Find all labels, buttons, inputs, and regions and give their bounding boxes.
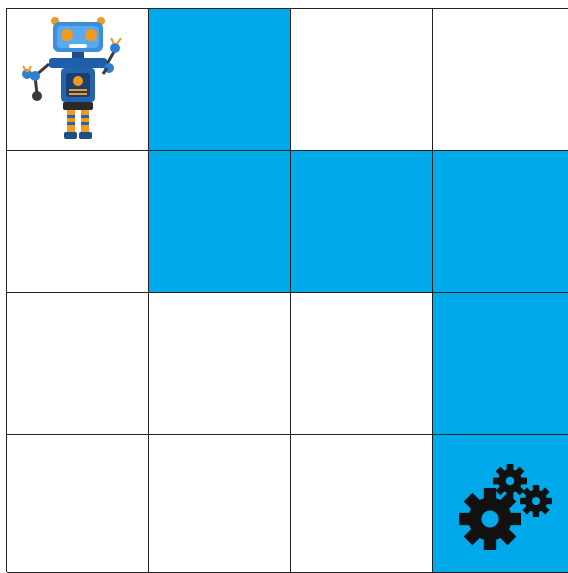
- cell-r2-c1[interactable]: [149, 293, 291, 435]
- cell-r2-c2[interactable]: [291, 293, 433, 435]
- cell-r0-c0[interactable]: [7, 9, 149, 151]
- cell-r0-c2[interactable]: [291, 9, 433, 151]
- robot-icon: [17, 16, 139, 144]
- gears-icon: [446, 449, 556, 559]
- cell-r3-c1[interactable]: [149, 435, 291, 573]
- cell-r1-c0[interactable]: [7, 151, 149, 293]
- cell-r3-c0[interactable]: [7, 435, 149, 573]
- cell-r1-c2[interactable]: [291, 151, 433, 293]
- cell-r2-c3[interactable]: [433, 293, 568, 435]
- game-board: [6, 8, 568, 572]
- cell-r0-c3[interactable]: [433, 9, 568, 151]
- cell-r1-c3[interactable]: [433, 151, 568, 293]
- cell-r3-c3[interactable]: [433, 435, 568, 573]
- cell-r1-c1[interactable]: [149, 151, 291, 293]
- cell-r3-c2[interactable]: [291, 435, 433, 573]
- cell-r0-c1[interactable]: [149, 9, 291, 151]
- cell-r2-c0[interactable]: [7, 293, 149, 435]
